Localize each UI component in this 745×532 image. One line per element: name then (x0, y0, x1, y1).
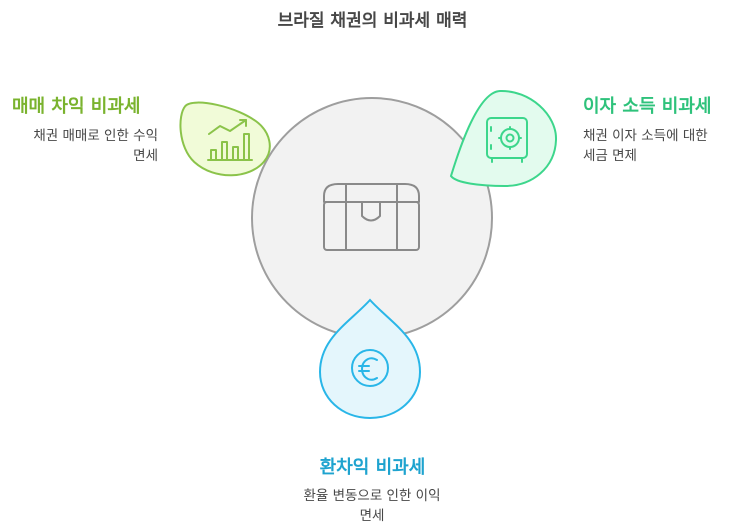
bottom-item-title: 환차익 비과세 (319, 457, 426, 478)
right-item-desc-line: 세금 면제 (583, 148, 637, 164)
euro-coin-icon (351, 349, 389, 387)
bottom-item-desc-line: 환율 변동으로 인한 이익 (303, 488, 441, 504)
left-item-title: 매매 차익 비과세 (12, 96, 141, 117)
safe-icon (486, 117, 528, 163)
right-item-desc-line: 채권 이자 소득에 대한 (583, 128, 708, 144)
right-item-title: 이자 소득 비과세 (583, 96, 712, 117)
bottom-item-desc-line: 면세 (359, 508, 385, 524)
right-node-shape (449, 89, 558, 188)
diagram-title: 브라질 채권의 비과세 매력 (277, 11, 468, 31)
bottom-node (318, 298, 422, 420)
left-item-desc-line: 면세 (133, 148, 158, 164)
rising-chart-icon (207, 119, 253, 161)
right-node (449, 89, 558, 188)
right-item-desc: 채권 이자 소득에 대한 세금 면제 (583, 126, 733, 166)
treasure-chest-icon (323, 183, 420, 251)
left-item-desc-line: 채권 매매로 인한 수익 (33, 128, 158, 144)
left-node-shape (179, 101, 271, 177)
left-item-desc: 채권 매매로 인한 수익 면세 (12, 126, 158, 166)
bottom-item-desc: 환율 변동으로 인한 이익 면세 (272, 486, 472, 526)
left-node (179, 101, 271, 177)
